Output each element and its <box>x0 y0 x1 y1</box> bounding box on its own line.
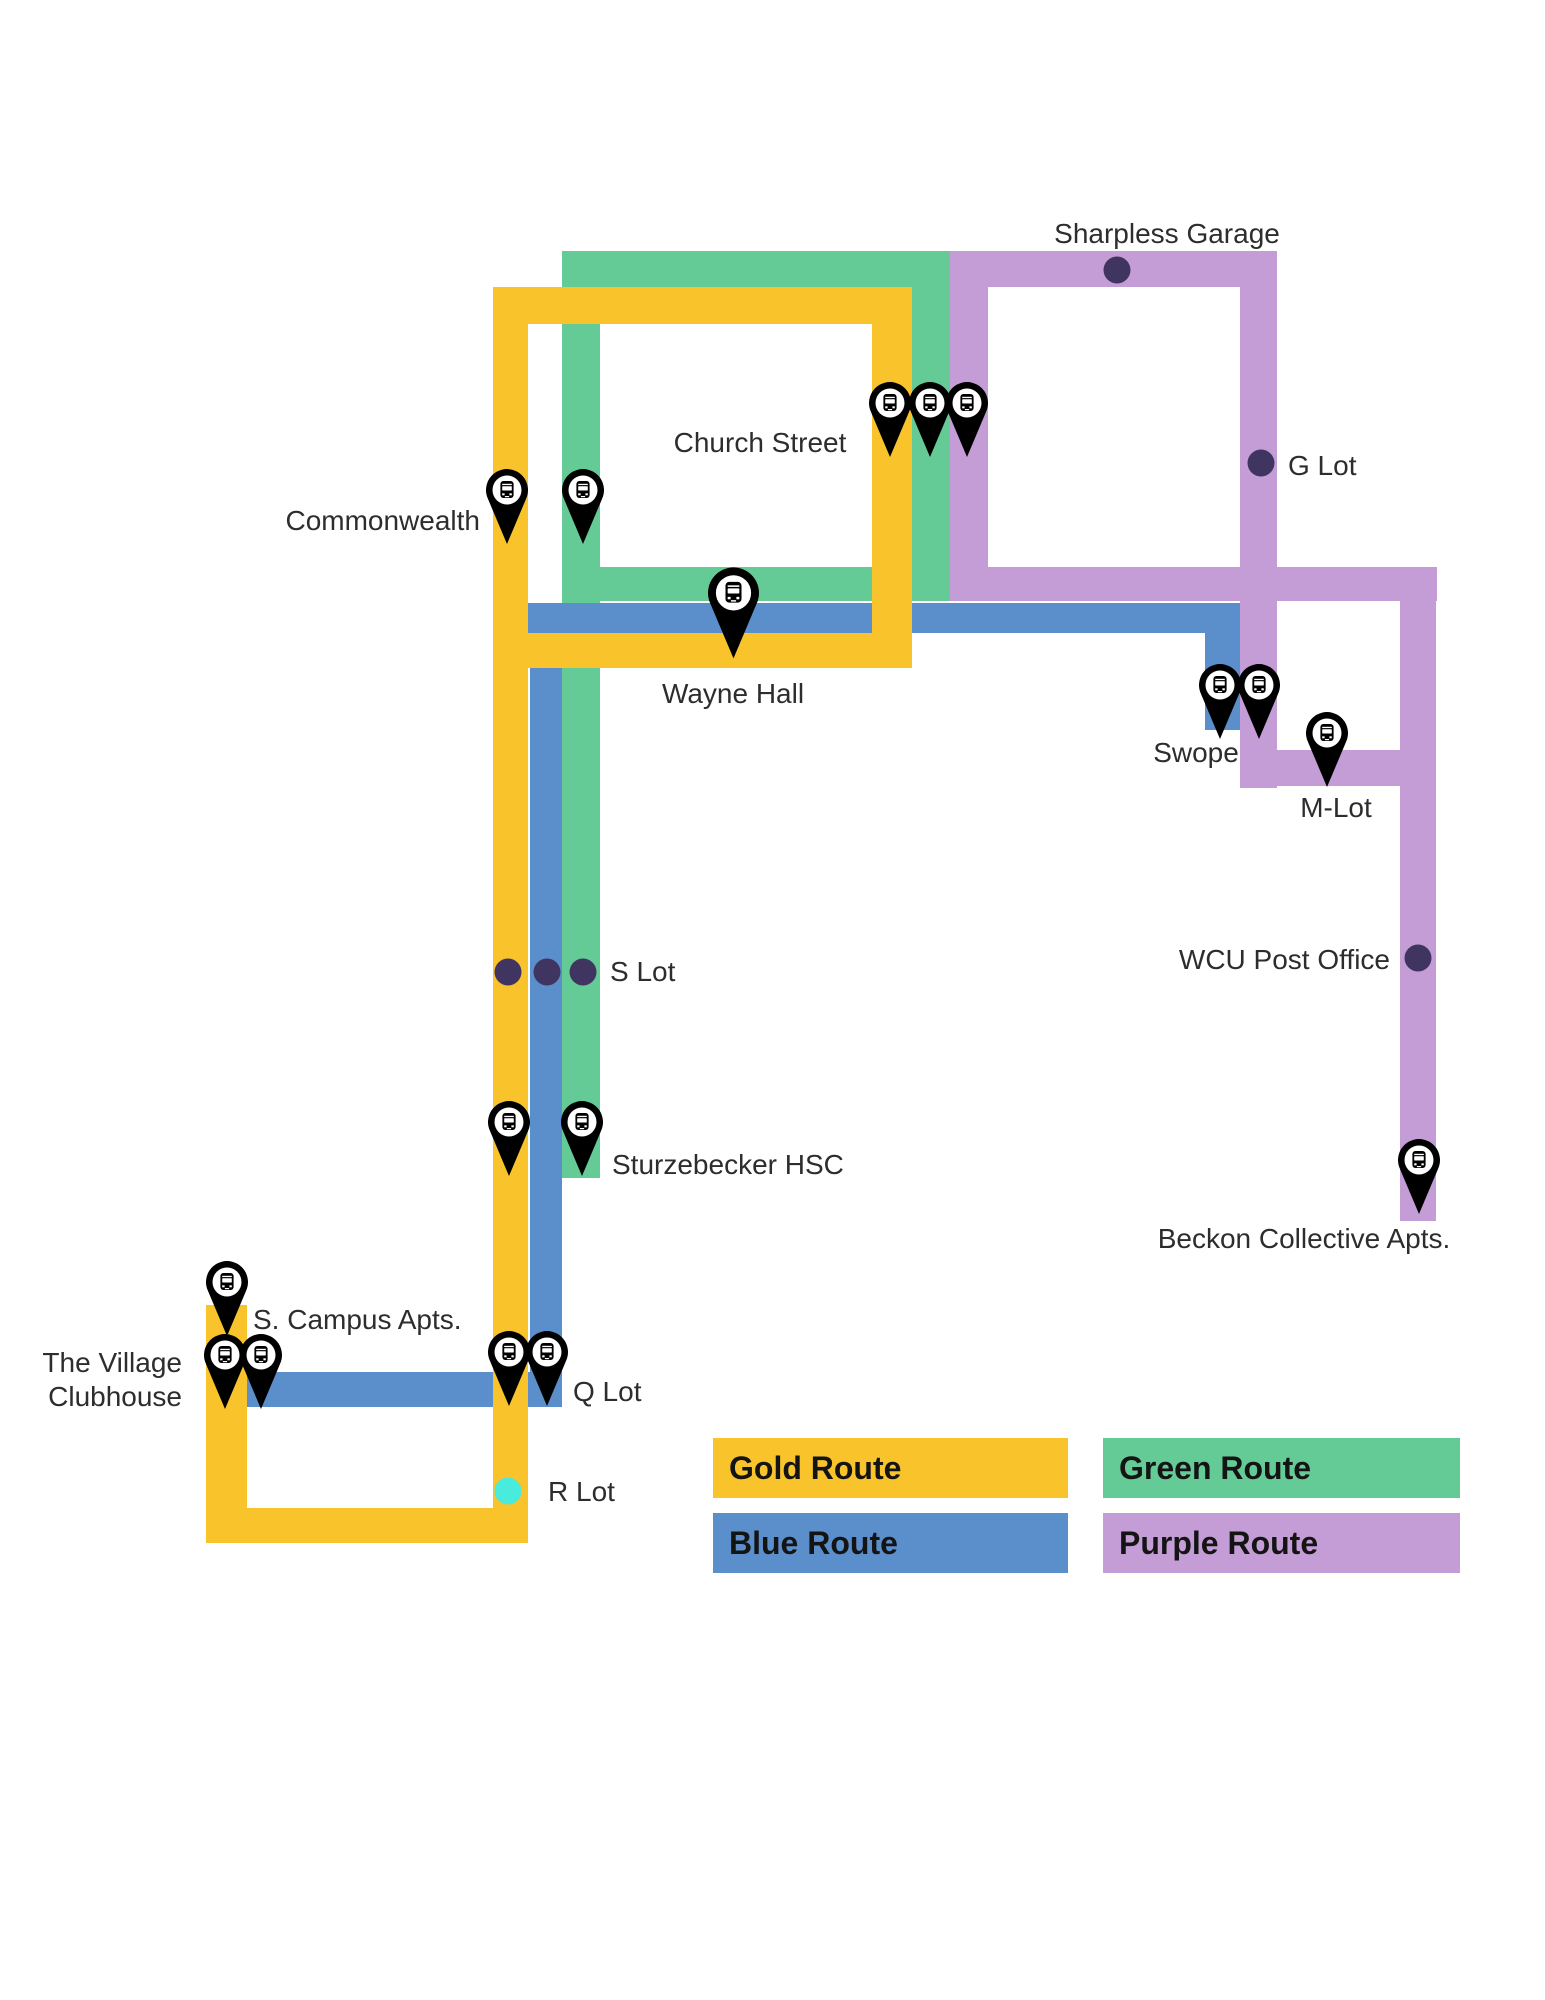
legend-gold-route-label: Gold Route <box>729 1449 902 1486</box>
bus-pin-wayne-hall <box>708 567 759 659</box>
bus-pin-swope-blue <box>1199 664 1241 739</box>
bus-pin-swope-purple <box>1238 664 1280 739</box>
stop-dot-s-lot-blue <box>533 958 561 986</box>
green-route-main-leg <box>562 251 600 1178</box>
legend-purple-route: Purple Route <box>1103 1513 1460 1573</box>
bus-pin-church-purple <box>946 382 988 457</box>
stop-label-village-clubhouse: The Village Clubhouse <box>42 1346 182 1414</box>
stop-dot-r-lot <box>494 1477 522 1505</box>
stop-dot-sharpless-garage <box>1103 256 1131 284</box>
bus-pin-commonwealth-green <box>562 469 604 544</box>
legend-gold-route: Gold Route <box>713 1438 1068 1498</box>
gold-route-top-bar <box>493 287 912 324</box>
stop-label-g-lot: G Lot <box>1288 450 1357 481</box>
blue-route-left-vertical <box>530 603 562 1407</box>
bus-pin-m-lot <box>1306 712 1348 787</box>
stop-label-church-street: Church Street <box>673 427 847 458</box>
bus-pin-church-green <box>909 382 951 457</box>
legend-purple-route-label: Purple Route <box>1119 1524 1319 1561</box>
stop-label-wcu-post-office: WCU Post Office <box>1178 944 1390 975</box>
stop-label-swope: Swope <box>1153 737 1239 768</box>
bus-pin-church-gold <box>869 382 911 457</box>
stop-label-q-lot: Q Lot <box>573 1376 642 1407</box>
stop-label-r-lot: R Lot <box>548 1476 615 1507</box>
stop-label-m-lot: M-Lot <box>1300 792 1372 823</box>
bus-pin-village-blue <box>240 1334 282 1409</box>
stop-label-village-line2: Clubhouse <box>48 1381 182 1412</box>
stop-label-village-line1: The Village <box>42 1347 182 1378</box>
legend-green-route-label: Green Route <box>1119 1449 1312 1486</box>
bus-pin-q-lot-gold <box>488 1331 530 1406</box>
gold-route-wayne-bar <box>493 633 912 668</box>
stop-dot-g-lot <box>1247 449 1275 477</box>
legend-green-route: Green Route <box>1103 1438 1460 1498</box>
bus-pin-beckon <box>1398 1139 1440 1214</box>
stop-label-wayne-hall: Wayne Hall <box>661 678 805 709</box>
stop-dot-s-lot-gold <box>494 958 522 986</box>
stop-dot-wcu-post-office <box>1404 944 1432 972</box>
stop-label-sturzebecker-hsc: Sturzebecker HSC <box>612 1149 844 1180</box>
bus-pin-q-lot-blue <box>526 1331 568 1406</box>
bus-pin-s-campus-apts <box>206 1261 248 1336</box>
gold-route-bottom-bar <box>206 1508 528 1543</box>
legend-blue-route: Blue Route <box>713 1513 1068 1573</box>
stop-label-sharpless-garage: Sharpless Garage <box>1054 218 1280 249</box>
stop-label-beckon-collective-apts: Beckon Collective Apts. <box>1157 1223 1451 1254</box>
green-route-top-bar <box>562 251 950 287</box>
stop-label-commonwealth: Commonwealth <box>285 505 480 536</box>
bus-pin-sturzebecker-gold <box>488 1101 530 1176</box>
purple-route-right-leg <box>1400 567 1436 1221</box>
bus-pin-sturzebecker-green <box>561 1101 603 1176</box>
stop-label-s-lot: S Lot <box>610 956 676 987</box>
stop-dot-s-lot-green <box>569 958 597 986</box>
bus-pin-commonwealth-gold <box>486 469 528 544</box>
gold-route-right-leg <box>872 287 912 668</box>
purple-route-mid-bar <box>950 567 1437 601</box>
legend-blue-route-label: Blue Route <box>729 1524 898 1561</box>
stop-label-s-campus-apts: S. Campus Apts. <box>253 1304 462 1335</box>
